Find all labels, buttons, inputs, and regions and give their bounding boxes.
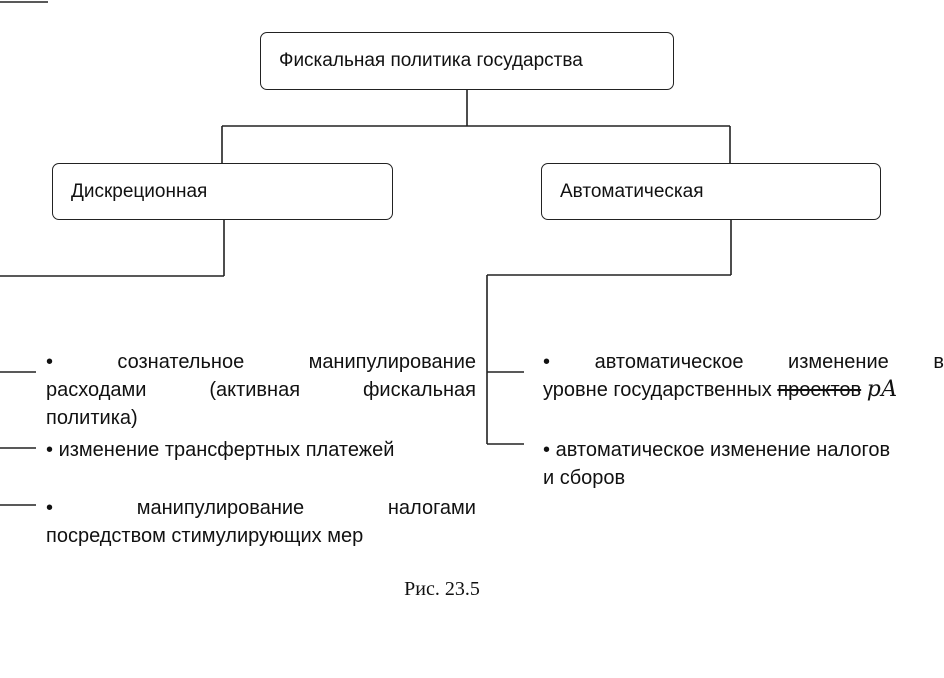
discretionary-node-label: Дискреционная [71, 180, 208, 202]
right-item-1-text: уровне государственных [543, 379, 772, 401]
right-item-taxes: • автоматическое изменение налогов и сбо… [543, 436, 944, 492]
handwritten-note: рА [866, 377, 898, 402]
discretionary-node: Дискреционная [52, 163, 393, 220]
left-item-taxes: • манипулирование налогами посредством с… [46, 494, 476, 550]
right-item-1-line-2: уровне государственных проектов рА [543, 376, 944, 404]
right-item-2-line-1: • автоматическое изменение налогов [543, 436, 944, 464]
word: (активная [209, 379, 301, 401]
bullet: • [543, 351, 551, 373]
right-item-1-line-1: • автоматическое изменение в [543, 348, 944, 376]
word: манипулирование [308, 351, 476, 373]
left-item-1-line-3: политика) [46, 407, 138, 429]
word: фискальная [362, 379, 476, 401]
word: налогами [387, 497, 476, 519]
right-item-2-text: автоматическое изменение налогов [555, 439, 891, 461]
root-node-label: Фискальная политика государства [279, 50, 583, 71]
struck-word: проектов [777, 379, 862, 401]
bullet: • [46, 351, 54, 373]
bullet: • [543, 439, 551, 461]
root-node: Фискальная политика государства [260, 32, 674, 90]
automatic-node: Автоматическая [541, 163, 881, 220]
bullet: • [46, 439, 54, 461]
left-item-2-text: изменение трансфертных платежей [58, 439, 395, 461]
left-item-1-line-1: • сознательное манипулирование [46, 348, 476, 376]
left-item-1-line-2: расходами (активная фискальная [46, 376, 476, 404]
bullet: • [46, 497, 54, 519]
word: в [933, 351, 944, 373]
left-item-3-line-2: посредством стимулирующих мер [46, 525, 364, 547]
figure-caption: Рис. 23.5 [404, 578, 480, 600]
word: манипулирование [136, 497, 305, 519]
word: автоматическое [594, 351, 744, 373]
automatic-node-label: Автоматическая [560, 180, 704, 202]
word: изменение [788, 351, 889, 373]
right-item-2-line-2: и сборов [543, 467, 626, 489]
left-item-3-line-1: • манипулирование налогами [46, 494, 476, 522]
word: сознательное [117, 351, 245, 373]
word: расходами [46, 379, 147, 401]
left-item-transfers: • изменение трансфертных платежей [46, 436, 476, 464]
right-item-spending-level: • автоматическое изменение в уровне госу… [543, 348, 944, 404]
left-item-spending: • сознательное манипулирование расходами… [46, 348, 476, 432]
